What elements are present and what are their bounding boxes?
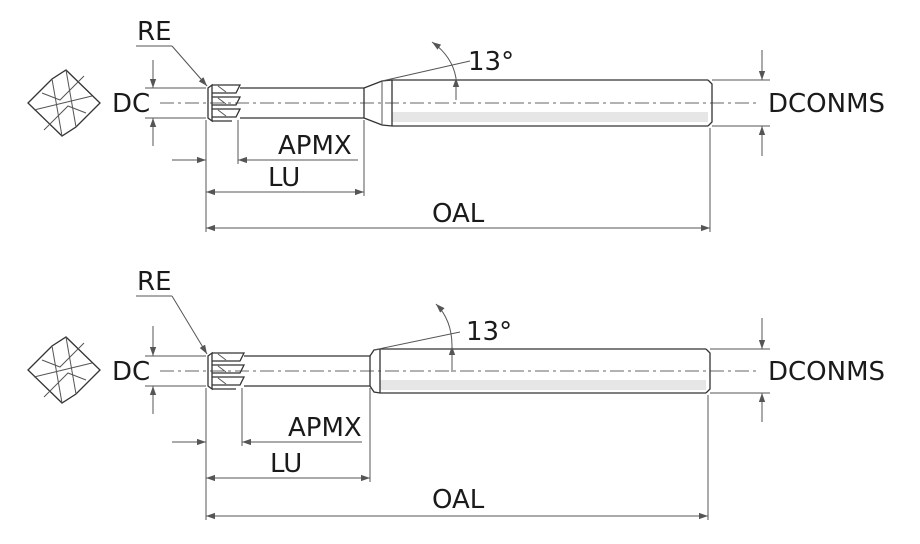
oal-label: OAL (432, 199, 485, 229)
dc-dimension: DC (112, 60, 206, 146)
end-view-section (27, 336, 101, 404)
oal-label: OAL (432, 485, 485, 515)
cutting-head (207, 83, 242, 123)
oal-dimension: OAL (206, 395, 709, 520)
dconms-label: DCONMS (768, 357, 885, 387)
re-label: RE (137, 267, 172, 297)
dconms-label: DCONMS (768, 89, 885, 119)
re-label: RE (137, 17, 172, 47)
angle-annotation: 13° (373, 303, 512, 372)
bottom-view: RE DC 13° DCONMS (27, 267, 885, 520)
dc-dimension: DC (112, 326, 206, 414)
apmx-dimension: APMX (172, 388, 362, 520)
top-view: RE DC 13° DCONMS (27, 17, 885, 232)
apmx-label: APMX (288, 413, 362, 443)
dconms-dimension: DCONMS (710, 318, 885, 422)
lu-label: LU (270, 449, 302, 479)
lu-dimension: LU (206, 120, 365, 196)
lu-dimension: LU (206, 388, 371, 482)
dconms-dimension: DCONMS (712, 50, 885, 156)
end-view-section (27, 69, 101, 137)
lu-label: LU (268, 163, 300, 193)
shank (379, 348, 711, 394)
angle-annotation: 13° (381, 41, 514, 100)
cutting-head (207, 351, 246, 391)
re-leader: RE (136, 17, 208, 87)
apmx-dimension: APMX (172, 120, 358, 232)
dc-label: DC (112, 89, 150, 119)
apmx-label: APMX (278, 131, 352, 161)
angle-label: 13° (468, 47, 514, 77)
oal-dimension: OAL (206, 128, 711, 232)
dc-label: DC (112, 357, 150, 387)
re-leader: RE (136, 267, 208, 355)
angle-label: 13° (466, 317, 512, 347)
shank (391, 79, 713, 127)
